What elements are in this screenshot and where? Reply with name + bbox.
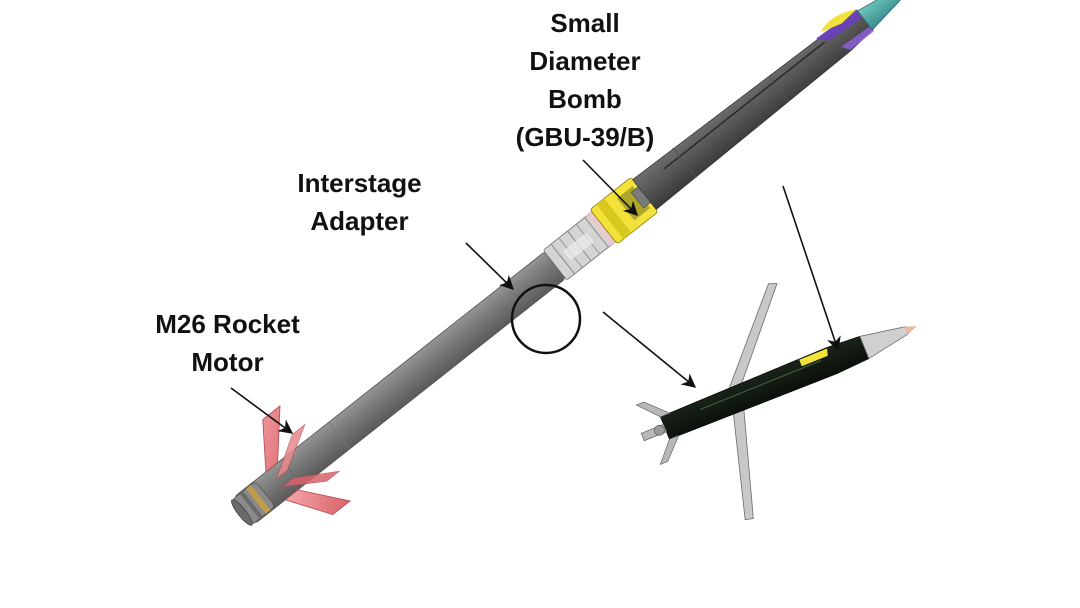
interstage-label-line2: Adapter <box>310 206 409 236</box>
rocket-motor <box>231 252 565 526</box>
interstage-adapter-label: Interstage Adapter <box>262 164 457 240</box>
motor-label-line2: Motor <box>191 347 264 377</box>
motor-label-line1: M26 Rocket <box>155 309 300 339</box>
deployed-bomb <box>635 283 918 521</box>
sdb-arrow <box>582 159 639 217</box>
sdb-label: Small Diameter Bomb (GBU-39/B) <box>470 4 700 156</box>
interstage-label-line1: Interstage <box>297 168 422 198</box>
separation-arrow-fore <box>782 185 841 352</box>
assembled-missile <box>231 0 920 526</box>
deployed-bomb-tail <box>635 401 680 465</box>
interstage-highlight-circle <box>510 283 582 355</box>
rocket-motor-label: M26 Rocket Motor <box>130 305 325 381</box>
motor-arrow <box>230 387 294 434</box>
sdb-label-line1: Small <box>550 8 620 38</box>
small-diameter-bomb <box>632 0 920 211</box>
separation-arrow-aft <box>602 311 697 388</box>
sdb-label-line2: Diameter <box>529 46 641 76</box>
interstage-arrow <box>465 242 515 291</box>
motor-fins <box>262 405 351 516</box>
sdb-label-line4: (GBU-39/B) <box>515 122 655 152</box>
sdb-label-line3: Bomb <box>548 84 622 114</box>
